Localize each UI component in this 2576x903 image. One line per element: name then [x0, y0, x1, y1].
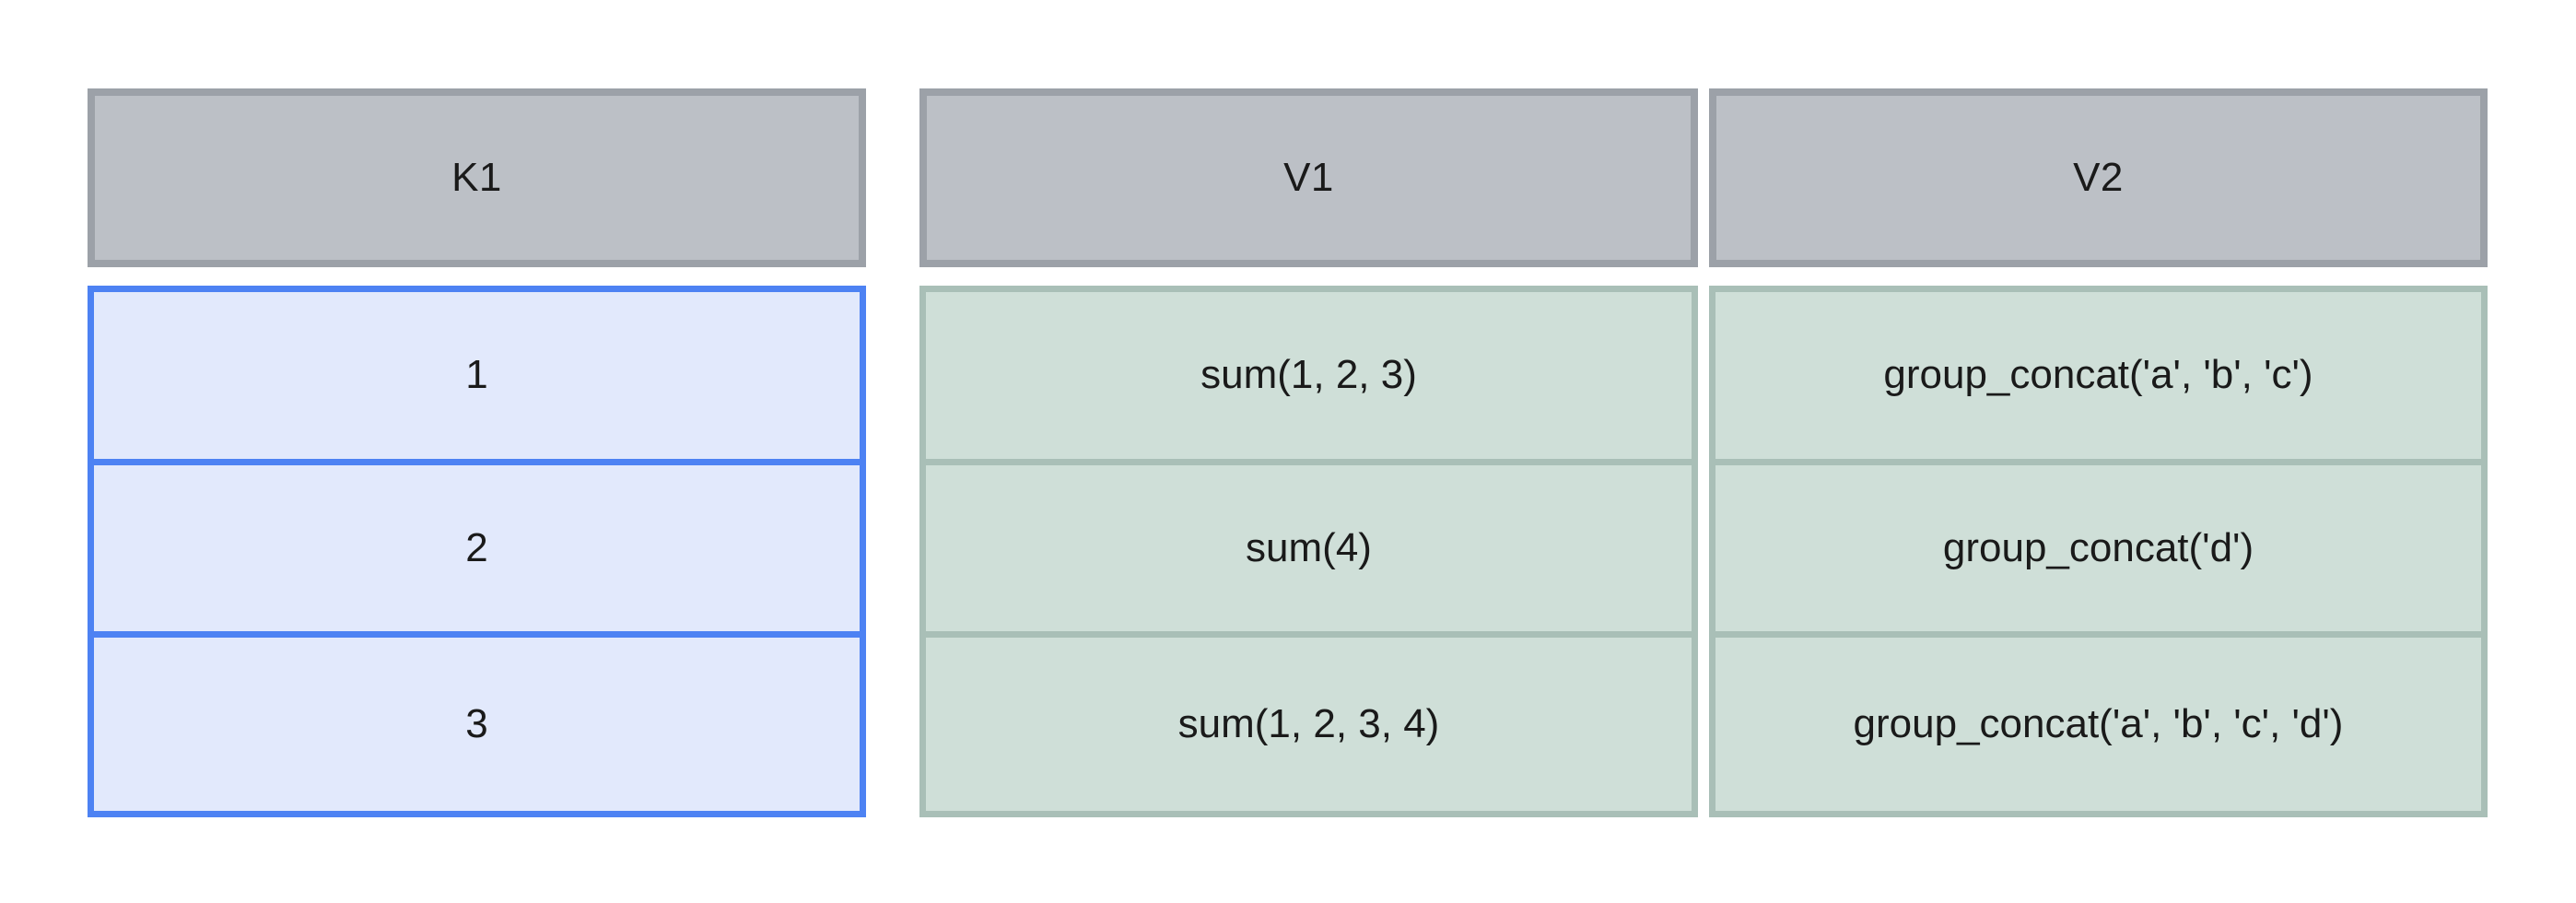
table-cell-v1-row2: sum(4) — [926, 464, 1692, 639]
header-body-spacer-v1 — [919, 267, 1698, 286]
table-cell-k1-row3: 3 — [94, 638, 860, 811]
table-cell-v1-row1: sum(1, 2, 3) — [926, 292, 1692, 465]
column-header-v2: V2 — [1709, 88, 2488, 267]
header-body-spacer-v2 — [1709, 267, 2488, 286]
column-header-k1: K1 — [88, 88, 866, 267]
table-cell-v2-row2: group_concat('d') — [1715, 464, 2481, 639]
header-body-spacer-k1 — [88, 267, 866, 286]
table-cell-v2-row1: group_concat('a', 'b', 'c') — [1715, 292, 2481, 465]
column-v1: V1 sum(1, 2, 3) sum(4) sum(1, 2, 3, 4) — [919, 88, 1698, 817]
value-column-body-v1: sum(1, 2, 3) sum(4) sum(1, 2, 3, 4) — [919, 286, 1698, 817]
value-column-body-v2: group_concat('a', 'b', 'c') group_concat… — [1709, 286, 2488, 817]
key-column-body-k1: 1 2 3 — [88, 286, 866, 817]
table-cell-k1-row2: 2 — [94, 464, 860, 639]
column-v2: V2 group_concat('a', 'b', 'c') group_con… — [1709, 88, 2488, 817]
column-k1: K1 1 2 3 — [88, 88, 866, 817]
table-cell-v2-row3: group_concat('a', 'b', 'c', 'd') — [1715, 638, 2481, 811]
column-header-v1: V1 — [919, 88, 1698, 267]
table-cell-k1-row1: 1 — [94, 292, 860, 465]
table-cell-v1-row3: sum(1, 2, 3, 4) — [926, 638, 1692, 811]
